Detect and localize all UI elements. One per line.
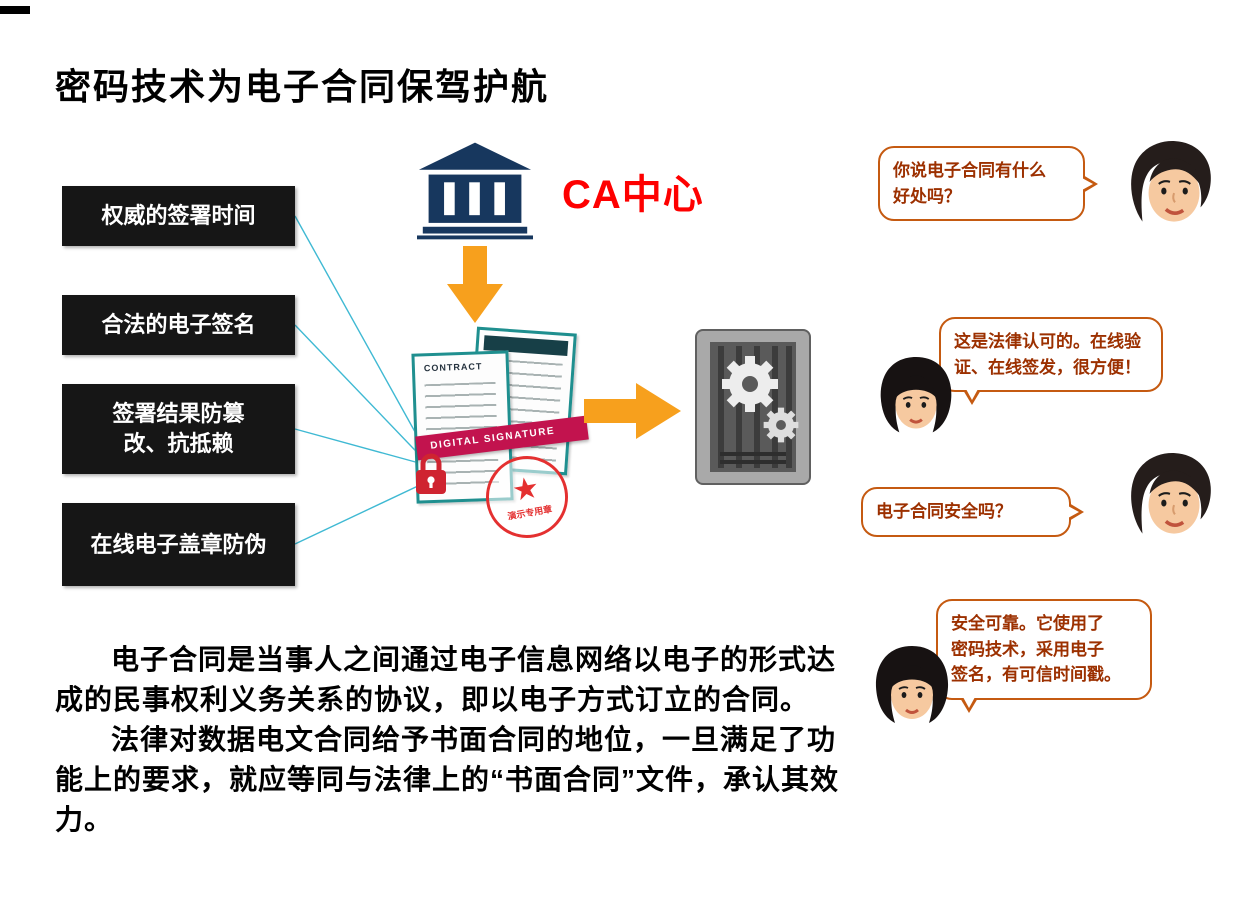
feature-box-authoritative-time: 权威的签署时间 <box>62 186 295 246</box>
feature-label: 在线电子盖章防伪 <box>90 531 267 557</box>
padlock-icon <box>416 453 446 494</box>
stamp-label: 演示专用章 <box>506 503 553 522</box>
woman-face-icon <box>875 646 949 723</box>
man-face-icon <box>1131 453 1211 534</box>
man-avatar <box>1116 448 1228 554</box>
woman-avatar <box>860 643 964 743</box>
speech-text: 这是法律认可的。在线验 证、在线签发，很方便！ <box>954 332 1141 377</box>
woman-face-icon <box>880 356 952 433</box>
feature-label: 合法的电子签名 <box>101 312 256 338</box>
feature-box-legal-esignature: 合法的电子签名 <box>62 295 295 355</box>
server-tower-icon <box>695 329 811 485</box>
page-title: 密码技术为电子合同保驾护航 <box>55 66 550 107</box>
speech-bubble: 这是法律认可的。在线验 证、在线签发，很方便！ <box>939 317 1163 405</box>
paragraph-definition: 电子合同是当事人之间通过电子信息网络以电子的形式达成的民事权利义务关系的协议，即… <box>55 644 837 715</box>
speech-bubble: 电子合同安全吗？ <box>861 487 1084 537</box>
man-avatar <box>1116 136 1228 242</box>
speech-text: 电子合同安全吗？ <box>876 502 1012 521</box>
ca-building-icon <box>417 142 533 240</box>
speech-text: 安全可靠。它使用了 密码技术，采用电子 签名，有可信时间戳。 <box>951 614 1121 684</box>
arrow-down-icon <box>447 246 503 323</box>
ca-center-label: CA中心 <box>562 173 704 217</box>
paragraph-legal-status: 法律对数据电文合同给予书面合同的地位，一旦满足了功能上的要求，就应等同与法律上的… <box>55 724 840 835</box>
contract-documents-illustration: CONTRACT DIGITAL SIGNATURE ★ 演示专用章 <box>408 326 603 545</box>
arrow-right-icon <box>584 383 681 439</box>
gear-icon <box>722 356 778 412</box>
woman-avatar <box>866 354 966 452</box>
speech-text: 你说电子合同有什么 好处吗？ <box>893 161 1046 206</box>
corner-mark <box>0 6 30 14</box>
server-icon <box>688 326 824 490</box>
feature-box-online-seal: 在线电子盖章防伪 <box>62 503 295 586</box>
speech-bubble: 安全可靠。它使用了 密码技术，采用电子 签名，有可信时间戳。 <box>936 599 1152 712</box>
body-text: 电子合同是当事人之间通过电子信息网络以电子的形式达成的民事权利义务关系的协议，即… <box>55 640 855 840</box>
contract-label: CONTRACT <box>423 361 483 374</box>
gear-icon <box>763 407 799 443</box>
feature-label: 签署结果防篡 改、抗抵赖 <box>112 401 245 456</box>
feature-label: 权威的签署时间 <box>101 203 256 229</box>
star-icon: ★ <box>509 471 542 509</box>
speech-bubble: 你说电子合同有什么 好处吗？ <box>878 146 1098 221</box>
feature-box-tamper-proof: 签署结果防篡 改、抗抵赖 <box>62 384 295 474</box>
bank-building-icon <box>417 142 533 240</box>
man-face-icon <box>1131 141 1211 222</box>
